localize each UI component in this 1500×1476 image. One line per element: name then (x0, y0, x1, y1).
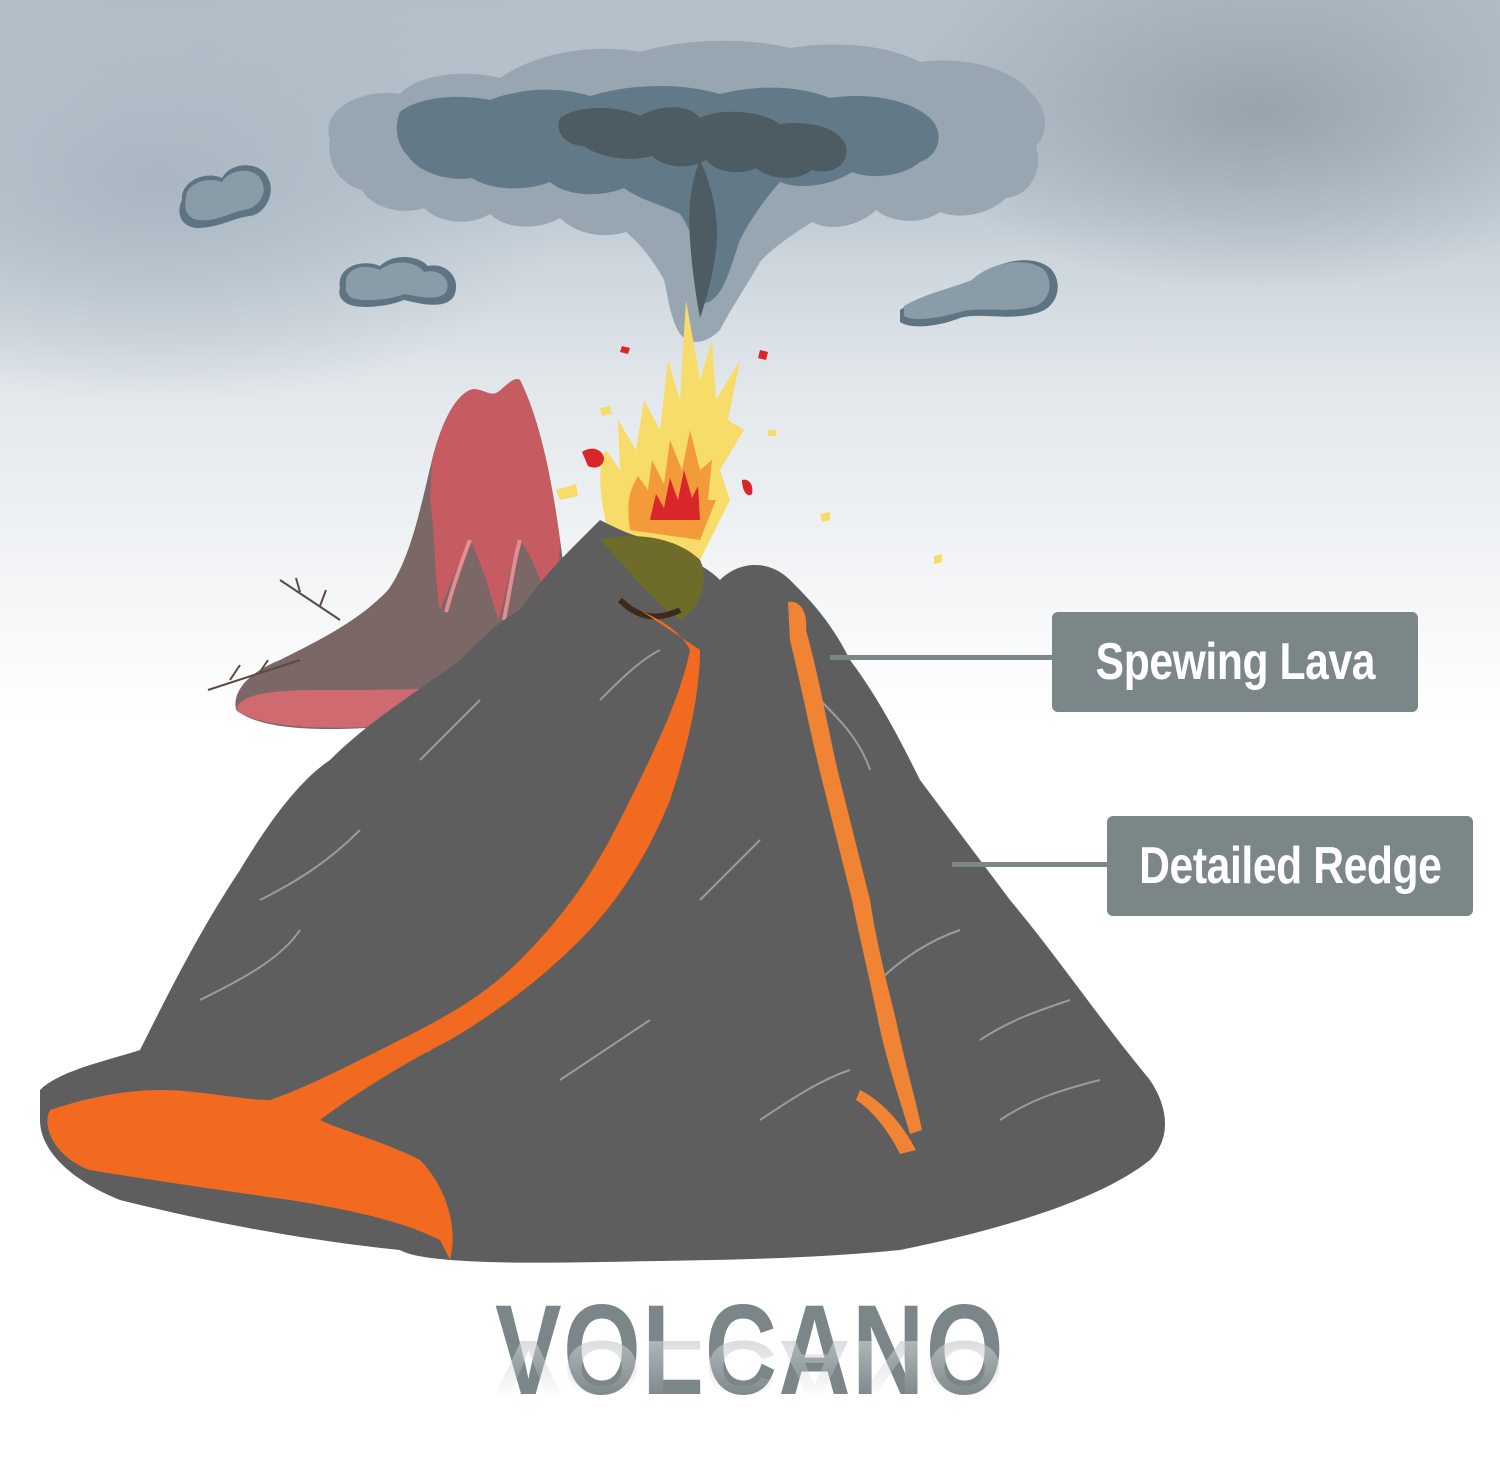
twigs (207, 577, 341, 691)
callout-text: Detailed Redge (1138, 837, 1442, 895)
title-text: VOLCANO (494, 1279, 1006, 1422)
eruption-flames (600, 300, 744, 560)
lava-ejecta (556, 346, 942, 564)
callout-text: Spewing Lava (1095, 633, 1375, 691)
page-title: VOLCANO (0, 1279, 1500, 1422)
title-block: VOLCANO VOLCANO (0, 1279, 1500, 1476)
callout-label-detailed-redge: Detailed Redge (1107, 816, 1473, 916)
title-reflection: VOLCANO (0, 1324, 1500, 1411)
callout-label-spewing-lava: Spewing Lava (1052, 612, 1418, 712)
smoke-puff-right (900, 260, 1058, 327)
callout-connector-spewing-lava (830, 655, 1054, 660)
lava-flow-main (47, 610, 701, 1260)
callout-connector-detailed-redge (952, 862, 1109, 867)
smoke-plume (328, 40, 1046, 342)
lava-flow-right (788, 601, 922, 1134)
title-reflection-text: VOLCANO (494, 1324, 1006, 1411)
toy-volcano-model (40, 520, 1165, 1263)
smoke-puff-left-top (179, 165, 271, 228)
smoke-puff-left-mid (339, 256, 457, 307)
